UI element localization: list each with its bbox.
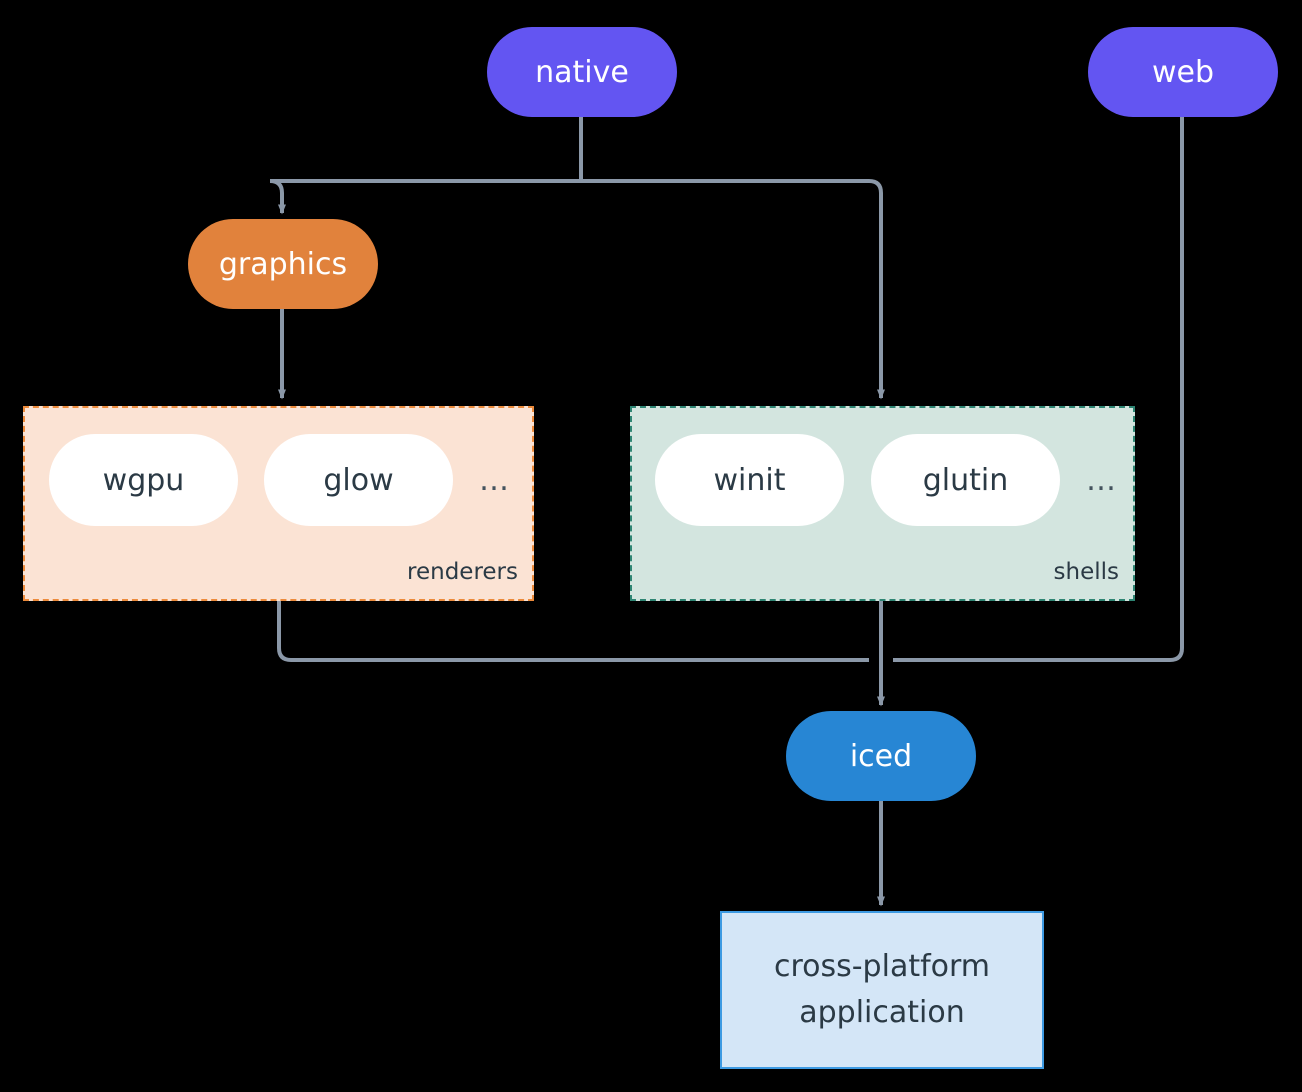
node-glow[interactable]: glow	[264, 434, 453, 526]
edge-native-to-graphics	[269, 179, 581, 215]
node-wgpu[interactable]: wgpu	[49, 434, 238, 526]
node-iced[interactable]: iced	[786, 711, 976, 801]
node-web[interactable]: web	[1088, 27, 1278, 117]
node-native[interactable]: native	[487, 27, 677, 117]
renderers-ellipsis: …	[479, 463, 511, 498]
shells-ellipsis: …	[1086, 463, 1118, 498]
node-graphics[interactable]: graphics	[188, 219, 378, 309]
app-label-line-2: application	[799, 995, 965, 1030]
node-winit[interactable]: winit	[655, 434, 844, 526]
node-glutin[interactable]: glutin	[871, 434, 1060, 526]
app-label-line-1: cross-platform	[773, 948, 991, 984]
edge-native-to-shells	[581, 179, 885, 400]
group-renderers-label: renderers	[407, 559, 518, 585]
edge-web-to-iced	[893, 117, 1184, 662]
group-shells-label: shells	[1053, 559, 1119, 585]
edge-renderers-to-iced	[277, 601, 869, 662]
node-cross-platform-application[interactable]: cross-platform application	[720, 911, 1044, 1069]
